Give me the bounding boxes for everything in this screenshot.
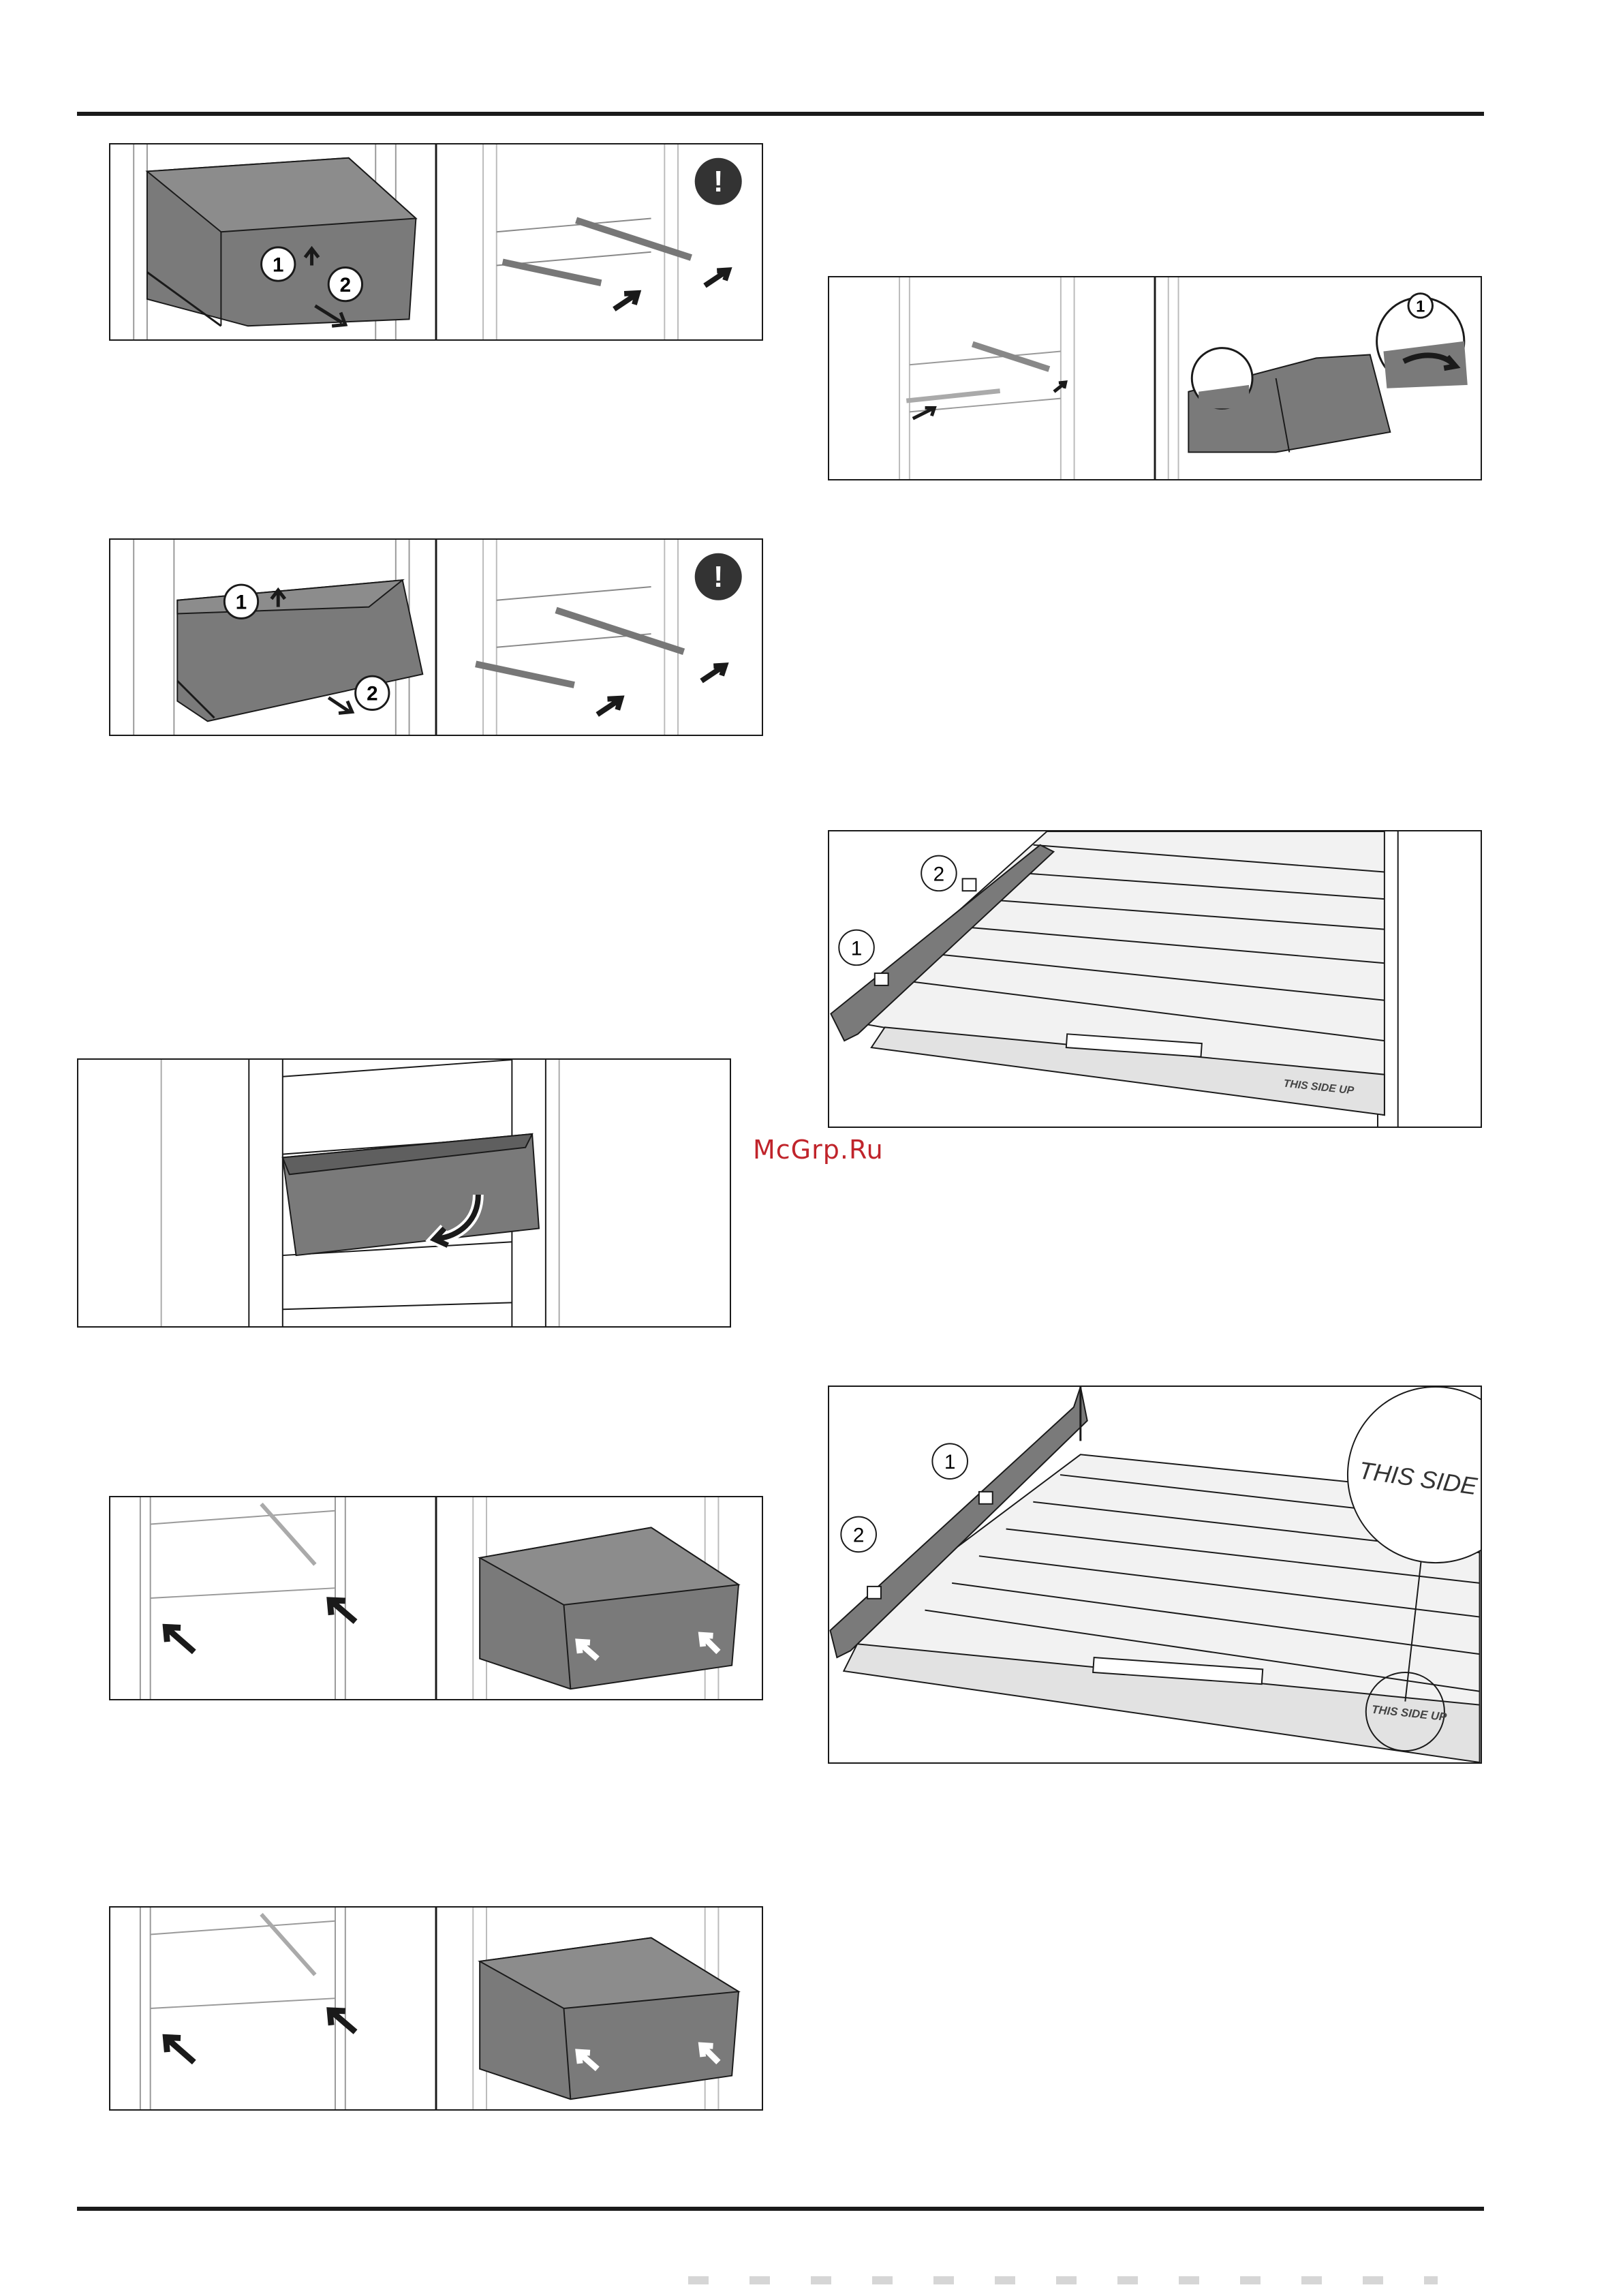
callout-2-circle: 2: [328, 267, 362, 301]
arrow-push-icon: [166, 1627, 194, 1652]
clip-1: [875, 973, 888, 985]
callout-1-circle: 1: [224, 585, 258, 618]
rail-left: [502, 259, 602, 286]
warning-icon: !: [695, 553, 742, 600]
arrow-push-icon: [1054, 382, 1066, 392]
rail-right: [972, 341, 1050, 372]
watermark: McGrp.Ru: [753, 1135, 884, 1165]
arrow-push-icon: [330, 1600, 355, 1622]
rail-right: [555, 607, 685, 655]
callout-1-text: 1: [944, 1451, 956, 1473]
warning-mark: !: [713, 561, 723, 594]
callout-2-circle: 2: [921, 856, 957, 891]
figure-remove-drawer-a: 1 2 !: [109, 143, 763, 341]
footer-rule: [77, 2207, 1484, 2211]
clip-1: [979, 1492, 993, 1504]
clip-2: [963, 878, 976, 891]
figure-shelf-cover-b: 1 2 THIS SIDE UP THIS SIDE UP: [828, 1386, 1482, 1764]
callout-2-text: 2: [853, 1524, 865, 1546]
figure-remove-drawer-b: 1 2 !: [109, 538, 763, 736]
callout-2-text: 2: [367, 683, 377, 705]
arrow-push-icon: [913, 408, 935, 418]
callout-2-text: 2: [340, 274, 351, 296]
arrow-push-icon: [598, 699, 621, 715]
callout-1-text: 1: [1416, 298, 1425, 316]
callout-2-circle: 2: [841, 1517, 876, 1552]
arrow-push-icon: [166, 2037, 194, 2062]
rail-left: [906, 388, 1000, 403]
illustration-attach-front-panel: 1: [829, 277, 1481, 479]
illustration-remove-drawer-b: 1 2 !: [110, 540, 762, 735]
illustration-insert-drawer-a: [110, 1497, 762, 1699]
arrow-pull-icon: [328, 698, 352, 714]
warning-icon: !: [695, 158, 742, 205]
arrow-push-icon: [702, 665, 726, 681]
illustration-remove-drawer-a: 1 2 !: [110, 144, 762, 339]
illustration-insert-drawer-b: [110, 1908, 762, 2109]
illustration-shelf-cover-b: 1 2 THIS SIDE UP THIS SIDE UP: [829, 1387, 1481, 1762]
arrow-push-icon: [330, 2010, 355, 2032]
callout-1-text: 1: [236, 592, 247, 614]
clip-2: [867, 1587, 881, 1599]
arrow-push-icon: [614, 293, 638, 309]
callout-2-text: 2: [933, 863, 945, 885]
illustration-shelf-cover-a: 1 2 THIS SIDE UP: [829, 831, 1481, 1127]
warning-mark: !: [713, 166, 723, 198]
arrow-push-icon: [705, 270, 728, 286]
rail-right: [575, 217, 692, 261]
callout-1-text: 1: [851, 937, 863, 960]
callout-1-text: 1: [273, 254, 283, 276]
callout-1-circle: 1: [839, 930, 874, 966]
header-rule: [77, 112, 1484, 116]
illustration-remove-front-panel: [78, 1060, 730, 1326]
figure-remove-front-panel: [77, 1058, 731, 1328]
figure-shelf-cover-a: 1 2 THIS SIDE UP: [828, 830, 1482, 1128]
figure-attach-front-panel: 1: [828, 276, 1482, 480]
callout-1-circle: 1: [932, 1443, 968, 1479]
callout-1-circle: 1: [262, 247, 295, 281]
callout-1-circle: 1: [1408, 294, 1433, 318]
rail-left: [475, 661, 575, 688]
figure-insert-drawer-b: [109, 1906, 763, 2111]
figure-insert-drawer-a: [109, 1496, 763, 1700]
callout-2-circle: 2: [356, 676, 389, 709]
footer-scan-artifact: [688, 2276, 1438, 2284]
